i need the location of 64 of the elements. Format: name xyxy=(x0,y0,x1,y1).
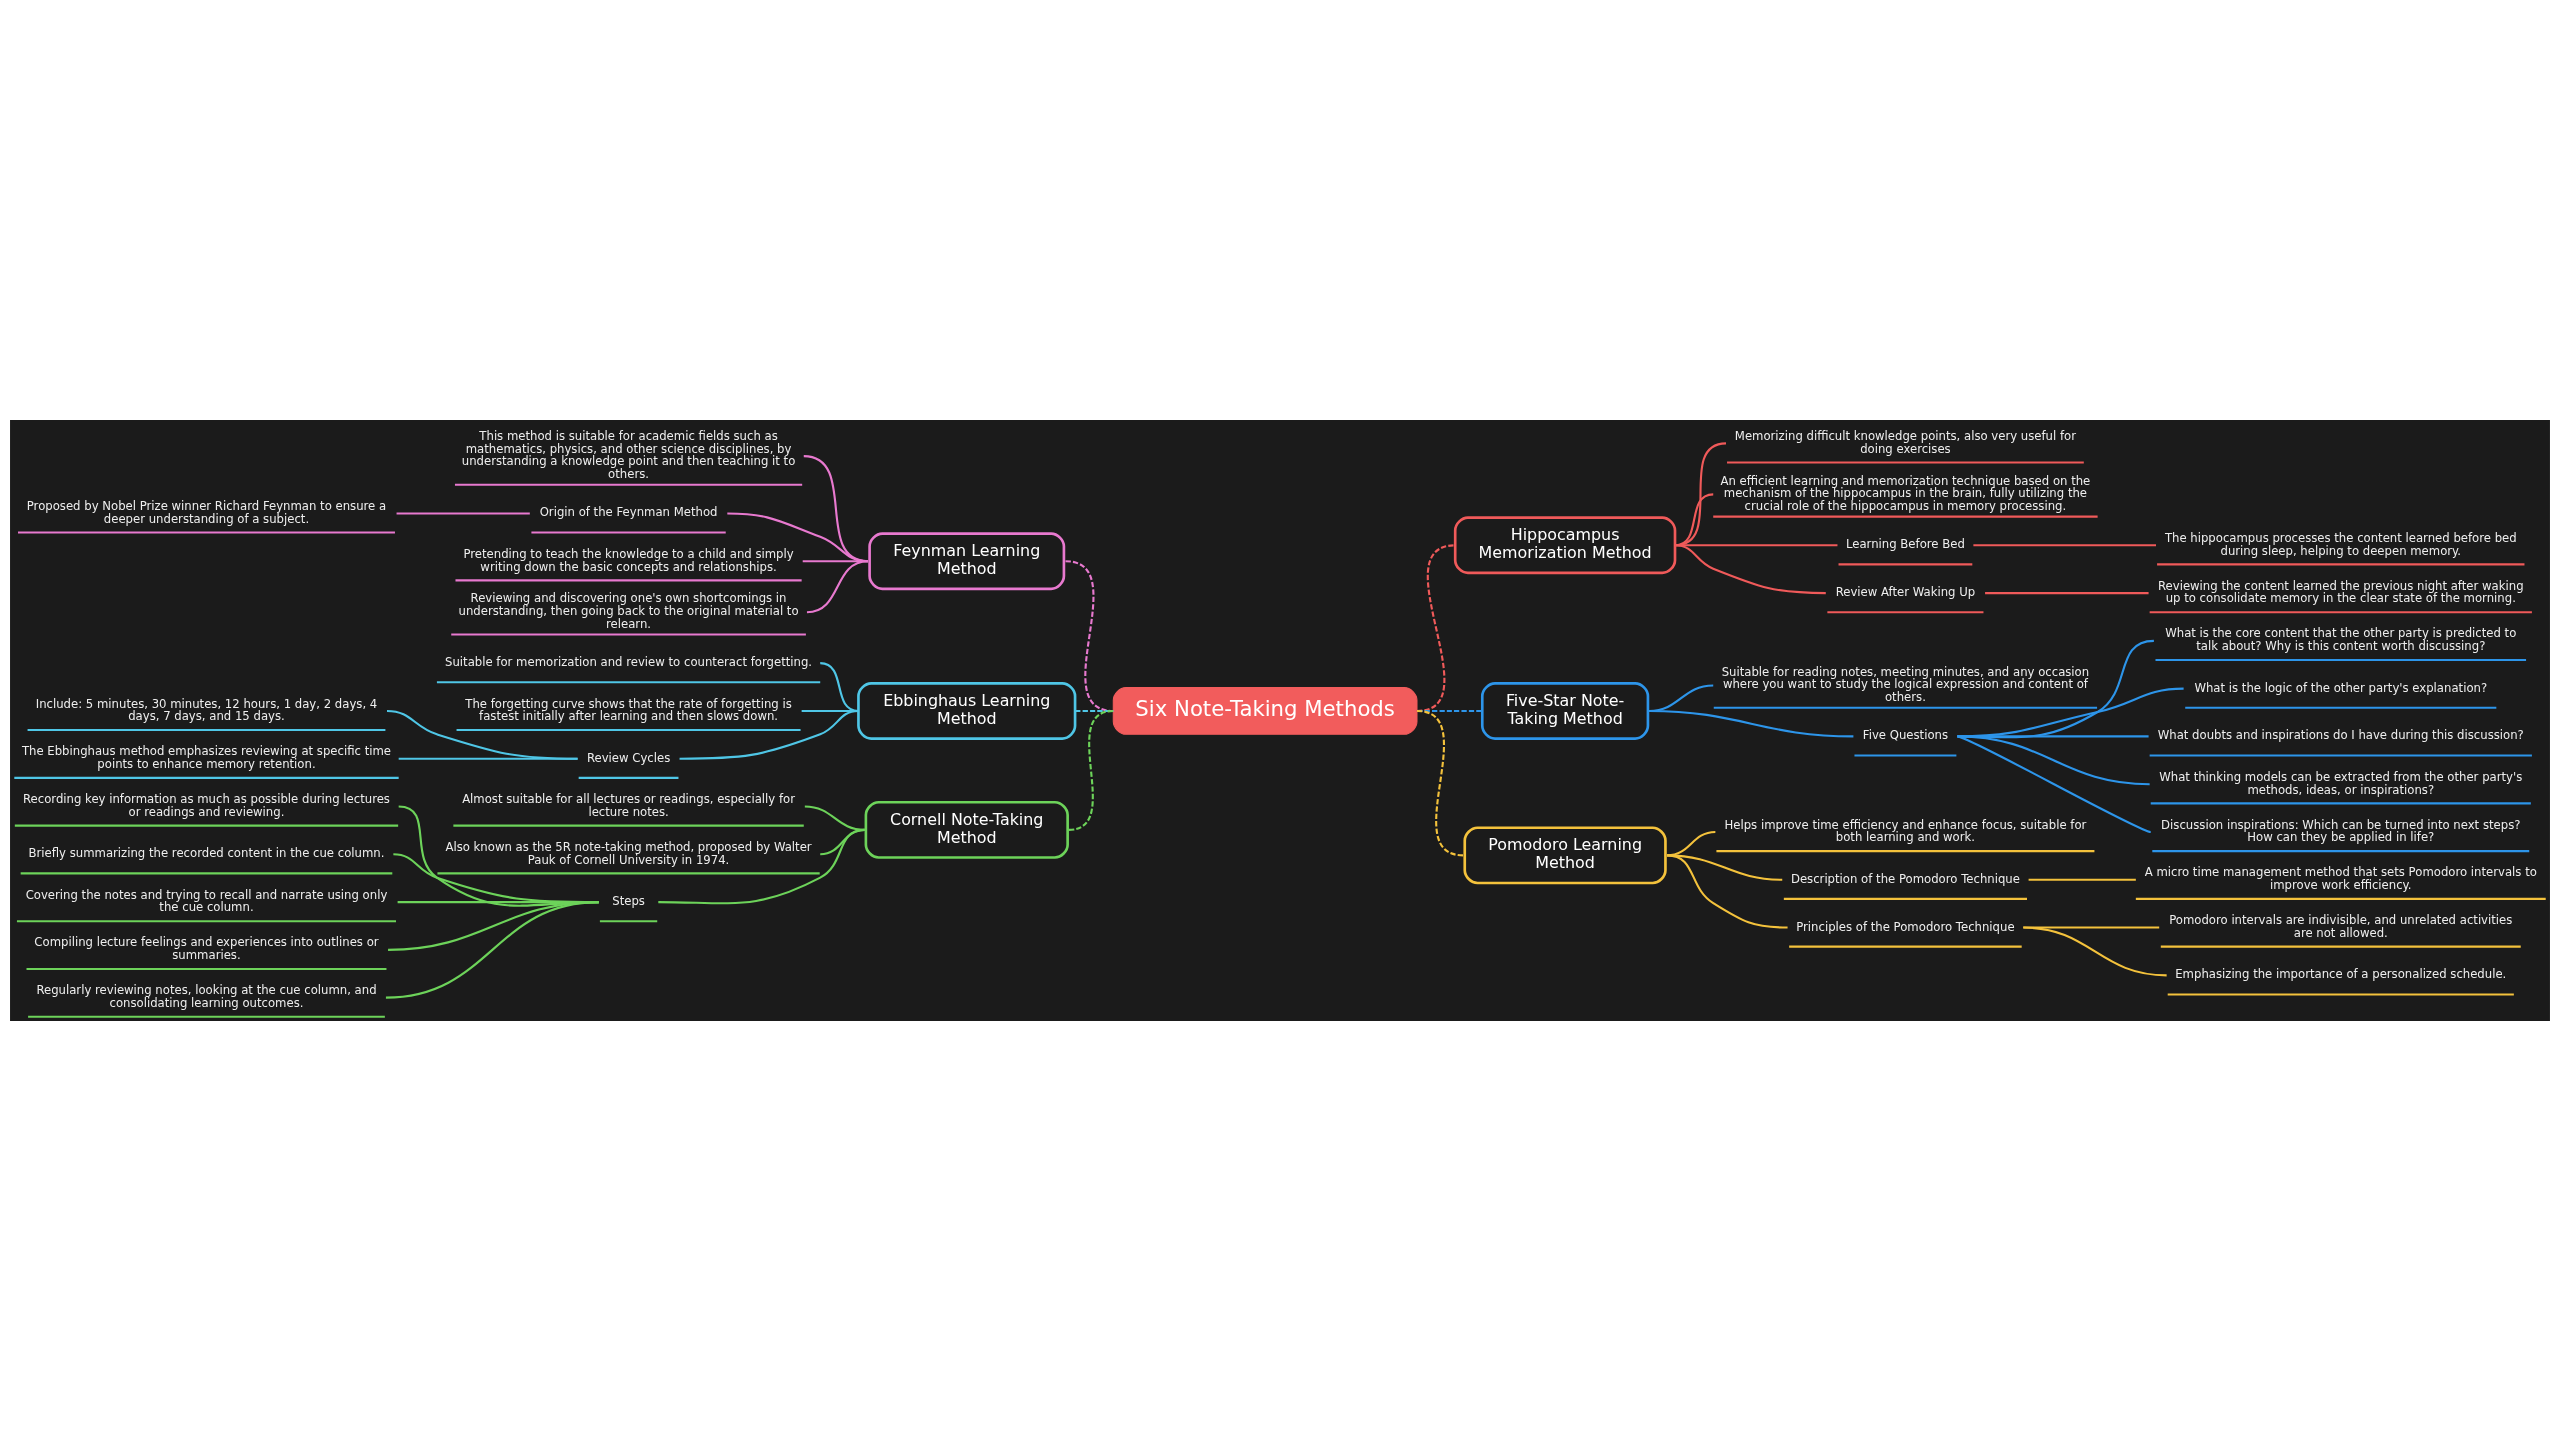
connector xyxy=(396,511,530,514)
node-text: Memorizing difficult knowledge points, also very useful for doing exercises xyxy=(1734,428,2077,456)
node-text: What is the core content that the other party is predicted to talk about? Why is this content worth discussing? xyxy=(2165,625,2517,653)
connector xyxy=(2023,926,2160,929)
node-text: What doubts and inspirations do I have during this discussion? xyxy=(2157,727,2524,742)
node-box: Pomodoro Learning Method xyxy=(1463,825,1667,884)
node-text: Proposed by Nobel Prize winner Richard Feynman to ensure a deeper understanding of a subject. xyxy=(26,498,387,526)
connector xyxy=(806,559,869,613)
node-text: The hippocampus processes the content learned before bed during sleep, helping to deepen memory. xyxy=(2164,530,2517,558)
node-text: Almost suitable for all lectures or readings, especially for lecture notes. xyxy=(462,791,795,819)
node-text: Reviewing and discovering one's own shortcomings in understanding, then going back to the original material to relearn. xyxy=(458,590,799,631)
node-box: Five-Star Note-Taking Method xyxy=(1480,681,1650,740)
node-text: Pomodoro intervals are indivisible, and unrelated activities are not allowed. xyxy=(2169,912,2513,940)
node-box: Hippocampus Memorization Method xyxy=(1453,515,1677,574)
node-text: Suitable for memorization and review to counteract forgetting. xyxy=(445,654,813,669)
node-text: Also known as the 5R note-taking method, proposed by Walter Pauk of Cornell University in 1974. xyxy=(445,839,812,867)
node-text: This method is suitable for academic fields such as mathematics, physics, and other science disciplines, by understanding a knowledge point and then teaching it to others. xyxy=(461,428,796,481)
node-text: Five Questions xyxy=(1862,727,1949,742)
node-text: Learning Before Bed xyxy=(1845,536,1965,551)
node-text: Discussion inspirations: Which can be turned into next steps? How can they be applied in life? xyxy=(2161,817,2521,844)
node-text: Steps xyxy=(612,893,645,908)
connector xyxy=(1985,591,2149,594)
node-text: Review Cycles xyxy=(586,750,671,765)
connector xyxy=(1416,709,1464,856)
connector xyxy=(398,757,578,760)
node-text: Reviewing the content learned the previous night after waking up to consolidate memory in the clear state of the morning. xyxy=(2157,578,2524,605)
node-text: Briefly summarizing the recorded content in the cue column. xyxy=(28,845,385,860)
node-text: Principles of the Pomodoro Technique xyxy=(1796,919,2015,934)
connector xyxy=(1957,734,2150,785)
connector xyxy=(679,709,859,760)
node-text: Helps improve time efficiency and enhance focus, suitable for both learning and work. xyxy=(1724,817,2087,844)
node-text: Review After Waking Up xyxy=(1835,584,1976,599)
node-text: What thinking models can be extracted from the other party's methods, ideas, or inspirations? xyxy=(2159,769,2523,797)
connector xyxy=(386,709,578,760)
node-text: Recording key information as much as possible during lectures or readings and reviewing. xyxy=(23,791,390,819)
node-text: Covering the notes and trying to recall and narrate using only the cue column. xyxy=(25,887,388,914)
node-box: Six Note-Taking Methods xyxy=(1112,686,1418,735)
node-text: A micro time management method that sets Pomodoro intervals to improve work efficiency. xyxy=(2144,864,2537,892)
connector xyxy=(658,828,865,904)
connector xyxy=(385,900,599,999)
node-box: Feynman Learning Method xyxy=(868,531,1066,590)
node-box: Cornell Note-Taking Method xyxy=(864,800,1069,859)
connector xyxy=(1648,709,1854,737)
connector xyxy=(1674,543,1826,594)
node-text: Emphasizing the importance of a personalized schedule. xyxy=(2175,966,2507,981)
node-text: Description of the Pomodoro Technique xyxy=(1790,871,2020,886)
node-text: Origin of the Feynman Method xyxy=(539,504,718,519)
connector xyxy=(2023,926,2167,976)
connector xyxy=(1957,734,2152,833)
node-text: The Ebbinghaus method emphasizes reviewing at specific time points to enhance memory retention. xyxy=(21,743,392,771)
connector xyxy=(1666,853,1788,929)
connector xyxy=(1973,543,2156,546)
node-text: Include: 5 minutes, 30 minutes, 12 hours, 1 day, 2 days, 4 days, 7 days, and 15 days. xyxy=(35,696,378,723)
node-text: The forgetting curve shows that the rate of forgetting is fastest initially after learning and then slows down. xyxy=(465,696,792,723)
node-text: Compiling lecture feelings and experiences into outlines or summaries. xyxy=(34,934,379,962)
node-text: Pretending to teach the knowledge to a child and simply writing down the basic concepts and relationships. xyxy=(463,546,794,574)
connector xyxy=(2028,878,2136,881)
node-text: An efficient learning and memorization technique based on the mechanism of the hippocampus in the brain, fully utilizing the crucial role of the hippocampus in memory processing. xyxy=(1720,473,2091,513)
connector xyxy=(1667,853,1783,881)
node-text: Regularly reviewing notes, looking at the cue column, and consolidating learning outcomes. xyxy=(36,982,377,1010)
node-box: Ebbinghaus Learning Method xyxy=(857,681,1077,740)
node-text: What is the logic of the other party's explanation? xyxy=(2194,680,2488,695)
connector xyxy=(1068,709,1114,831)
node-text: Suitable for reading notes, meeting minutes, and any occasion where you want to study the logical expression and content of others. xyxy=(1721,664,2090,704)
